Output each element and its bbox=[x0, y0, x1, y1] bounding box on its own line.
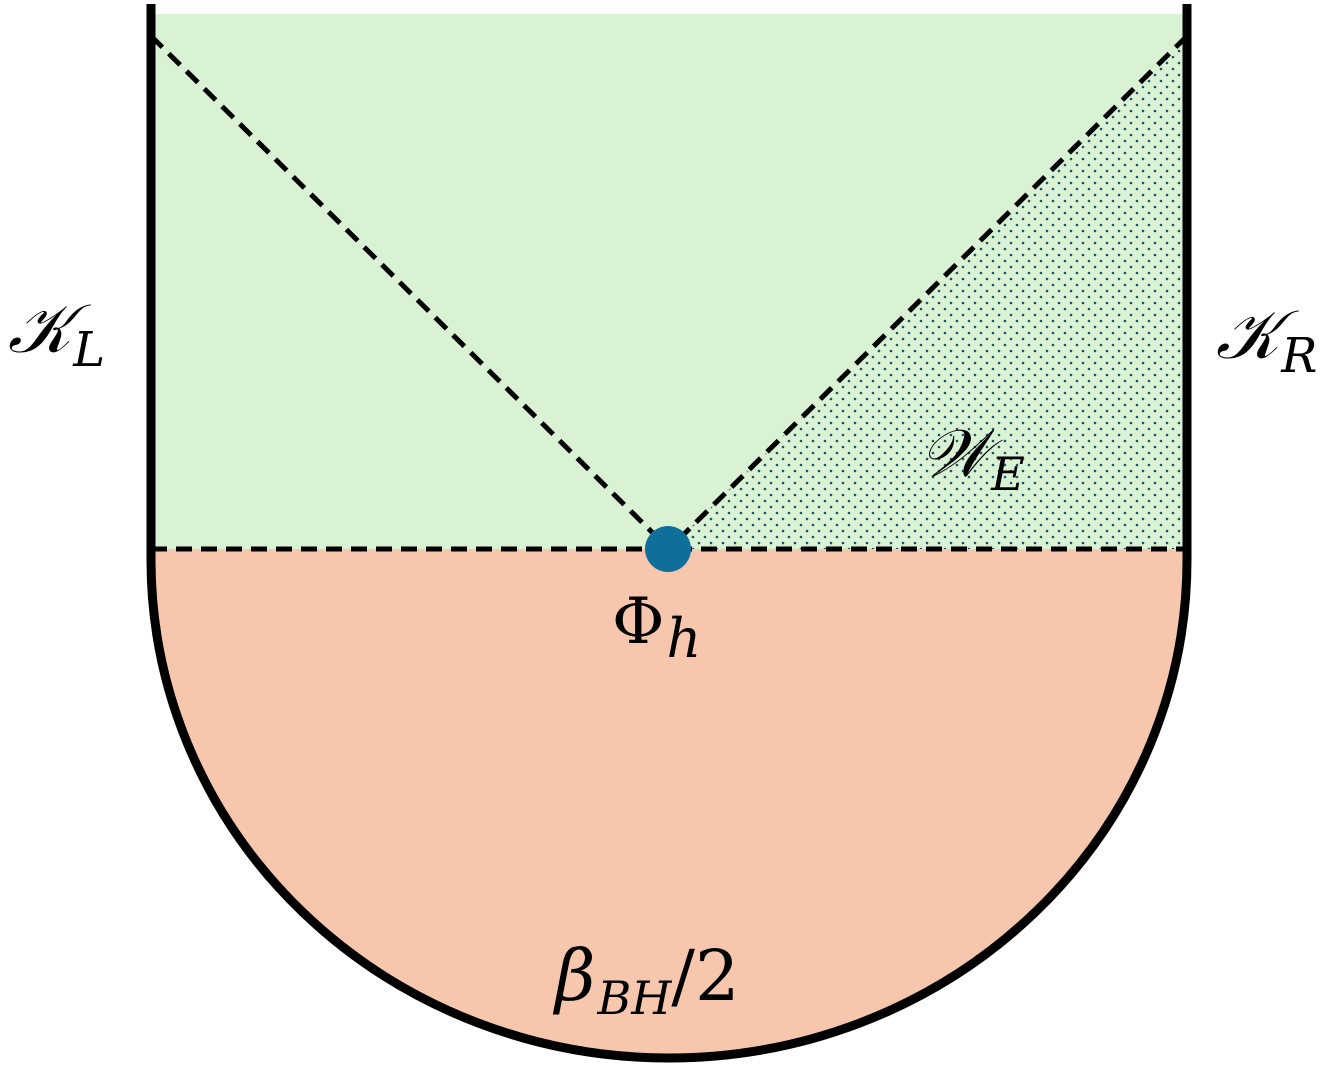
right-boundary-label: 𝒦R bbox=[1216, 296, 1317, 384]
point-label: Φh bbox=[612, 585, 701, 670]
entanglement-wedge-label: 𝒲E bbox=[920, 415, 1025, 501]
bifurcation-point bbox=[645, 526, 691, 572]
left-boundary-label: 𝒦L bbox=[8, 290, 105, 378]
euclidean-region bbox=[151, 549, 1187, 1058]
right-horizon-dashed-line bbox=[667, 34, 1189, 551]
euclidean-period-label: βBH/2 bbox=[552, 935, 740, 1025]
boundary-outline bbox=[146, 4, 1192, 1063]
left-horizon-dashed-line bbox=[149, 34, 671, 551]
